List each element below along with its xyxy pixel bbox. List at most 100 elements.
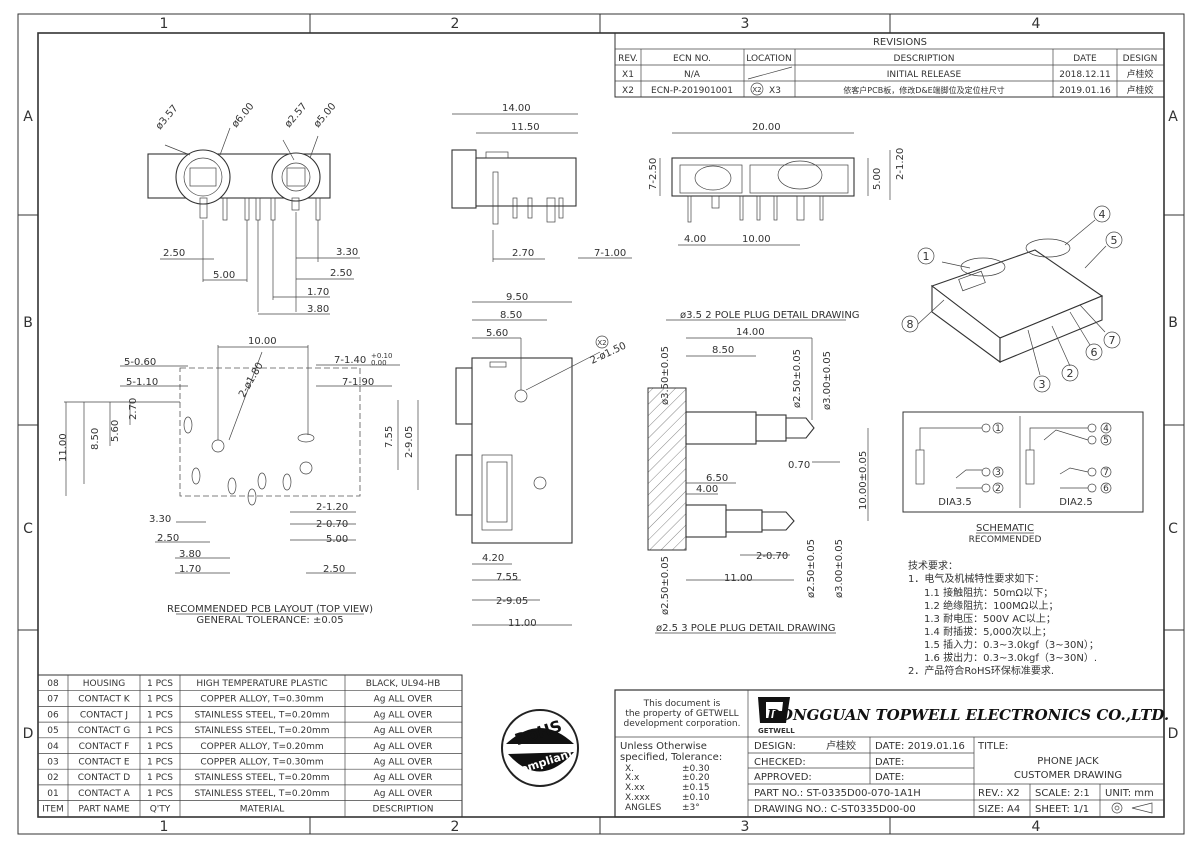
- bom-cell: Ag ALL OVER: [374, 773, 433, 783]
- tech-line-8: 2．产品符合RoHS环保标准要求.: [908, 664, 1054, 677]
- tech-title: 技术要求：: [908, 559, 958, 572]
- bom-cell: 08: [47, 679, 59, 689]
- plug35-dim-d250: ø2.50±0.05: [792, 349, 803, 408]
- bom-cell: STAINLESS STEEL, T=0.20mm: [195, 773, 330, 783]
- pcb-dim-270: 2.70: [128, 398, 139, 420]
- rev-row2-description: 依客户PCB板，修改D&E端脚位及定位柱尺寸: [843, 85, 1004, 95]
- iso-callout-4: 4: [1099, 208, 1106, 221]
- front-dim-d600: ø6.00: [230, 101, 257, 130]
- schematic-pin-3: 3: [995, 468, 1001, 478]
- bottom-dim-2-905: 2-9.05: [496, 596, 528, 607]
- tolerance-head-2: specified, Tolerance:: [620, 752, 722, 763]
- bom-cell: Ag ALL OVER: [374, 789, 433, 799]
- bom-cell: HOUSING: [83, 679, 126, 689]
- tol-xxxx-value: ±0.10: [682, 793, 710, 803]
- bom-cell: Ag ALL OVER: [374, 758, 433, 768]
- schematic-pin-7: 7: [1103, 468, 1109, 478]
- tol-angles-label: ANGLES: [625, 803, 662, 813]
- plug35-dim-1000: 10.00±0.05: [858, 451, 869, 510]
- bom-cell: 1 PCS: [147, 726, 173, 736]
- pcb-dim-250-right: 2.50: [323, 564, 345, 575]
- zone-row-b-left: B: [23, 315, 33, 331]
- top-dim-500: 5.00: [872, 168, 883, 190]
- bottom-dim-560: 5.60: [486, 328, 508, 339]
- front-dim-d257: ø2.57: [283, 101, 310, 130]
- zone-col-4-bottom: 4: [1032, 819, 1041, 835]
- bottom-dim-850: 8.50: [500, 310, 522, 321]
- rev-header-location: LOCATION: [746, 54, 792, 64]
- schematic-pin-1: 1: [995, 424, 1001, 434]
- schematic-pin-2: 2: [995, 484, 1001, 494]
- plug35-dim-1400: 14.00: [736, 327, 765, 338]
- tech-line-5: 1.4 耐插拔：5,000次以上；: [924, 625, 1052, 638]
- title-line-2: CUSTOMER DRAWING: [1014, 770, 1122, 781]
- logo-text: GETWELL: [758, 727, 795, 735]
- side-view: 14.00 11.50 2.70 7-1.00: [451, 103, 632, 262]
- top-dim-2000: 20.00: [752, 122, 781, 133]
- bom-cell: 06: [47, 710, 59, 720]
- bom-header-cell: MATERIAL: [240, 805, 285, 815]
- schematic-pin-4: 4: [1103, 424, 1109, 434]
- schematic-pin-6: 6: [1103, 484, 1109, 494]
- pcb-dim-500: 5.00: [326, 534, 348, 545]
- pcb-dim-tol-plus: +0.10: [371, 352, 392, 360]
- bom-header-cell: DESCRIPTION: [373, 805, 434, 815]
- getwell-logo: GETWELL: [758, 697, 795, 735]
- rev-header-ecn: ECN NO.: [673, 54, 711, 64]
- bom-cell: BLACK, UL94-HB: [366, 679, 441, 689]
- zone-col-1-top: 1: [160, 16, 169, 32]
- bom-cell: CONTACT F: [79, 742, 130, 752]
- bom-cell: Ag ALL OVER: [374, 742, 433, 752]
- bom-cell: 07: [47, 695, 58, 705]
- zone-row-d-right: D: [1168, 726, 1179, 742]
- plug35-dim-850: 8.50: [712, 345, 734, 356]
- checked-date-label: DATE:: [875, 757, 904, 768]
- bottom-view: 9.50 8.50 5.60 X2 2-ø1.50 4.20 7.55 2-9.…: [455, 292, 628, 629]
- bom-header-cell: PART NAME: [78, 805, 130, 815]
- pcb-dim-250-left: 2.50: [157, 533, 179, 544]
- pcb-caption: RECOMMENDED PCB LAYOUT (TOP VIEW): [167, 604, 373, 615]
- sheet-size: SIZE: A4: [978, 804, 1020, 815]
- zone-row-a-right: A: [1168, 109, 1178, 125]
- pcb-dim-tol-zero: 0.00: [371, 359, 387, 367]
- zone-row-a-left: A: [23, 109, 33, 125]
- bottom-x2-marker: X2: [597, 339, 606, 347]
- side-dim-1150: 11.50: [511, 122, 540, 133]
- bom-cell: CONTACT G: [78, 726, 131, 736]
- plug35-dim-070: 0.70: [788, 460, 810, 471]
- plug25-dim-400: 4.00: [696, 484, 718, 495]
- rev-row2-date: 2019.01.16: [1059, 86, 1111, 96]
- plug35-dim-d350: ø3.50±0.05: [660, 346, 671, 405]
- iso-callout-3: 3: [1039, 378, 1046, 391]
- bom-cell: 1 PCS: [147, 710, 173, 720]
- scale: SCALE: 2:1: [1035, 788, 1090, 799]
- tol-xxx-label: X.xx: [625, 783, 645, 793]
- pcb-tolerance: GENERAL TOLERANCE: ±0.05: [196, 615, 343, 626]
- title-line-1: PHONE JACK: [1037, 756, 1099, 767]
- bom-cell: COPPER ALLOY, T=0.30mm: [200, 758, 323, 768]
- plug-details: ø3.5 2 POLE PLUG DETAIL DRAWING 14.00 8.…: [647, 310, 869, 634]
- zone-col-4-top: 4: [1032, 16, 1041, 32]
- company-name: DONGGUAN TOPWELL ELECTRONICS CO.,LTD.: [766, 706, 1169, 724]
- bom-table: 08 HOUSING 1 PCS HIGH TEMPERATURE PLASTIC BL…: [37, 674, 463, 818]
- bom-cell: STAINLESS STEEL, T=0.20mm: [195, 726, 330, 736]
- tech-line-4: 1.3 耐电压：500V AC以上；: [924, 612, 1056, 625]
- bom-cell: 04: [47, 742, 59, 752]
- plug25-dim-2-070: 2-0.70: [756, 551, 788, 562]
- rev-row2-rev: X2: [622, 86, 634, 96]
- bom-cell: HIGH TEMPERATURE PLASTIC: [196, 679, 327, 689]
- side-dim-7-100: 7-1.00: [594, 248, 626, 259]
- plug25-dim-1100: 11.00: [724, 573, 753, 584]
- pcb-dim-5-060: 5-0.60: [124, 357, 156, 368]
- tol-xx-value: ±0.20: [682, 773, 710, 783]
- zone-row-c-left: C: [23, 521, 33, 537]
- front-view: ø3.57 ø6.00 ø2.57 ø5.00 2.50 3.30 5.00 2…: [147, 101, 360, 315]
- pcb-dim-2-905: 2-9.05: [404, 426, 415, 458]
- pcb-dim-2-120: 2-1.20: [316, 502, 348, 513]
- pcb-dim-5-110: 5-1.10: [126, 377, 158, 388]
- schematic-label-dia25: DIA2.5: [1059, 497, 1092, 508]
- property-line-2: the property of GETWELL: [625, 709, 738, 719]
- tech-line-7: 1.6 拔出力：0.3~3.0kgf（3~30N）.: [924, 651, 1097, 664]
- schematic-pin-5: 5: [1103, 436, 1109, 446]
- bom-cell: CONTACT K: [78, 695, 131, 705]
